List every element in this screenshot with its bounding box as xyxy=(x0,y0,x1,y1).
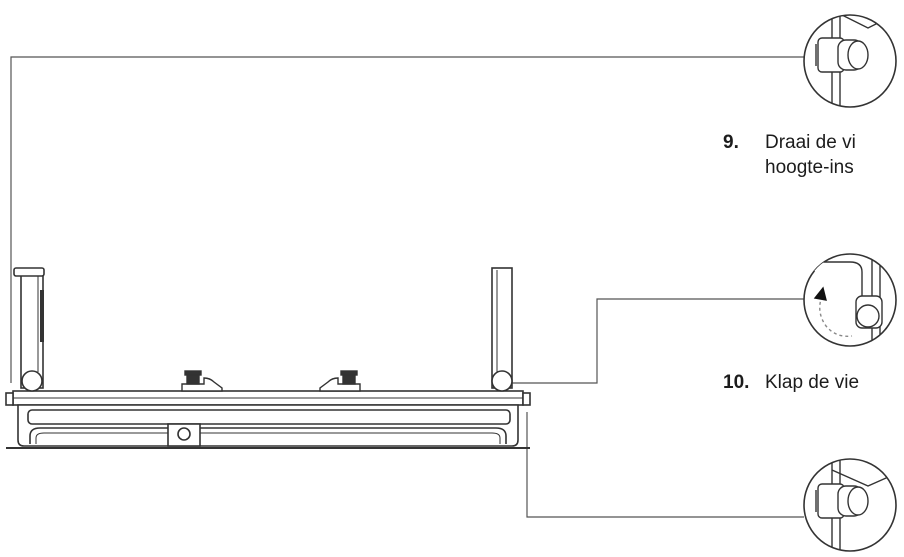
base-inner-panel xyxy=(27,409,511,425)
frame-base xyxy=(5,390,531,447)
leader-line-middle xyxy=(512,298,804,384)
detail-circle-bottom xyxy=(803,458,897,552)
lower-tube-right xyxy=(200,427,507,444)
detail-circle-top xyxy=(803,14,897,108)
step-9-line-2: hoogte-ins xyxy=(765,157,854,178)
lower-tube-left xyxy=(29,427,168,444)
step-10-line-1: Klap de vie xyxy=(765,372,860,393)
detail-circle-middle xyxy=(803,253,897,347)
step-number-9: 9. xyxy=(723,132,739,153)
center-knob xyxy=(177,427,191,441)
rail-end-cap-left xyxy=(5,392,14,406)
rotation-arrow-icon xyxy=(819,295,853,337)
knob-clamp-right xyxy=(319,370,361,392)
leader-line-top xyxy=(10,56,805,383)
step-9-line-1: Draai de vi xyxy=(765,132,856,153)
upright-right xyxy=(491,267,513,392)
step-number-10: 10. xyxy=(723,372,750,393)
rail-end-cap-right xyxy=(522,392,531,406)
step-text-10: Klap de vie xyxy=(765,370,859,395)
leader-line-bottom xyxy=(526,412,804,518)
base-body xyxy=(17,404,519,447)
step-text-9: Draai de vi hoogte-ins xyxy=(765,130,856,180)
knob-clamp-left xyxy=(181,370,223,392)
upright-left xyxy=(13,267,45,392)
